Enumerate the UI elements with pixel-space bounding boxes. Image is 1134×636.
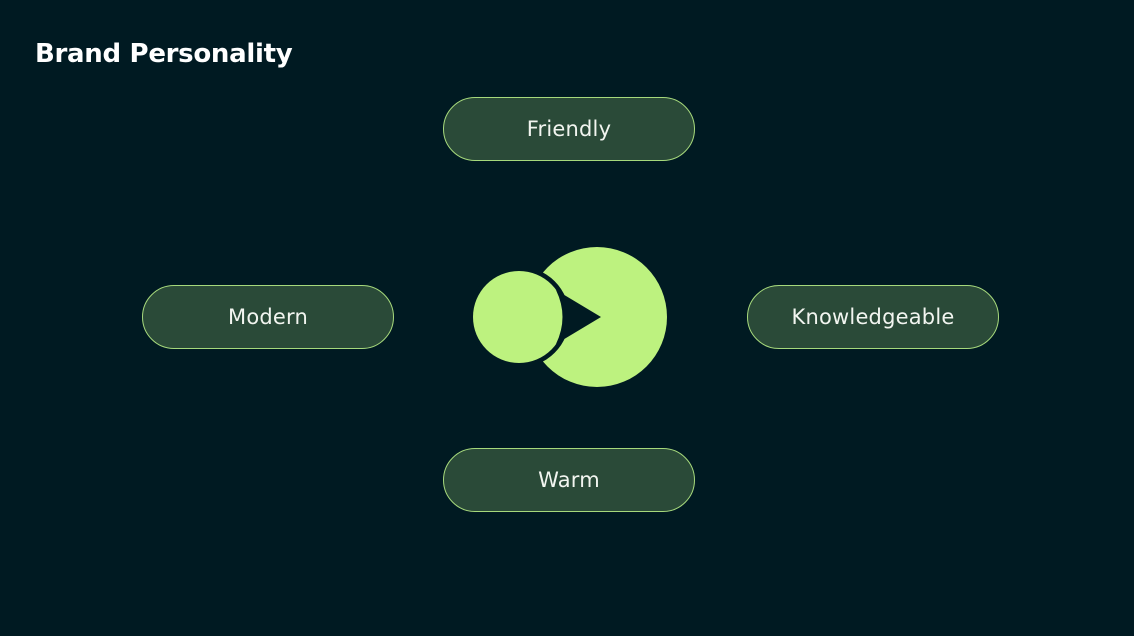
trait-pill-warm: Warm [443,448,695,512]
logo-play-triangle [556,290,601,344]
page-title: Brand Personality [35,39,293,69]
trait-pill-knowledgeable: Knowledgeable [747,285,999,349]
trait-label: Modern [228,305,308,329]
play-circles-logo-icon [471,247,667,387]
trait-label: Warm [538,468,600,492]
trait-label: Friendly [526,117,612,141]
trait-label: Knowledgeable [791,305,955,329]
logo-small-circle-fill [473,271,565,363]
trait-pill-modern: Modern [142,285,394,349]
trait-pill-friendly: Friendly [443,97,695,161]
